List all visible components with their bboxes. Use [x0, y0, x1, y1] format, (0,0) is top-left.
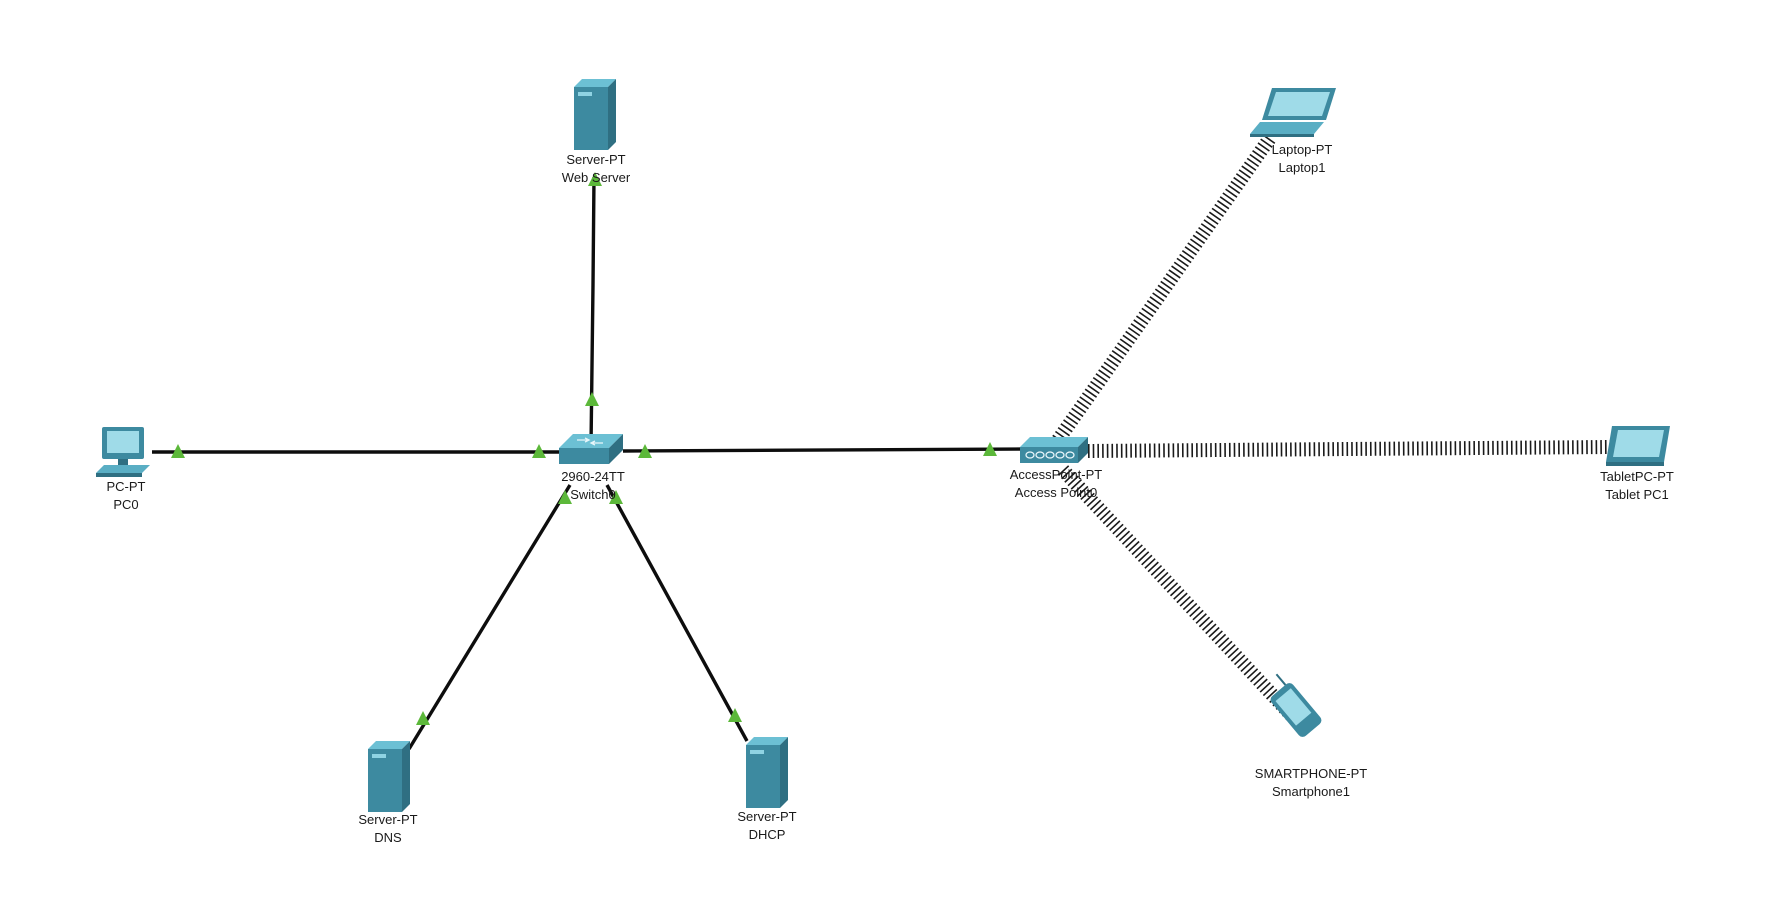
access-point-icon[interactable] [1020, 437, 1088, 463]
link-up-indicator [171, 444, 185, 458]
tablet-icon[interactable] [1606, 426, 1670, 466]
server-icon[interactable] [574, 79, 616, 150]
laptop-icon[interactable] [1250, 88, 1336, 137]
wireless-ap0-tablet1 [1087, 440, 1611, 458]
cable-switch0-ap0[interactable] [622, 447, 1027, 453]
server-icon[interactable] [368, 741, 410, 812]
pc-icon[interactable] [96, 427, 150, 477]
link-up-indicator [558, 490, 572, 504]
cables [152, 176, 1027, 750]
device-label-switch0: 2960-24TT Switch0 [561, 468, 625, 504]
link-up-indicator [983, 442, 997, 456]
device-label-dhcp: Server-PT DHCP [737, 808, 796, 844]
link-up-indicator [416, 711, 430, 725]
link-up-indicator [728, 708, 742, 722]
device-model: Server-PT [358, 812, 418, 827]
device-name: Smartphone1 [1271, 784, 1351, 799]
device-name: DHCP [748, 827, 786, 842]
link-up-indicator [532, 444, 546, 458]
link-up-indicator [609, 490, 623, 504]
wireless-links [1052, 133, 1611, 735]
device-model: TabletPC-PT [1600, 469, 1674, 484]
wireless-ap0-phone1 [1057, 465, 1311, 735]
link-status-lights [171, 172, 997, 725]
device-model: 2960-24TT [561, 469, 625, 484]
device-name: Switch0 [570, 487, 616, 502]
switch-icon[interactable] [559, 434, 623, 464]
device-name: DNS [374, 830, 402, 845]
link-up-indicator [588, 172, 602, 186]
smartphone-icon[interactable] [1260, 670, 1324, 739]
device-label-tablet-pc1: TabletPC-PT Tablet PC1 [1600, 468, 1674, 504]
cable-switch0-dns[interactable] [407, 484, 572, 750]
device-name: Tablet PC1 [1605, 487, 1669, 502]
device-name: Laptop1 [1278, 160, 1326, 175]
device-model: AccessPoint-PT [1009, 467, 1103, 482]
device-label-smartphone1: SMARTPHONE-PT Smartphone1 [1255, 765, 1367, 801]
device-model: Server-PT [737, 809, 797, 824]
device-label-web-server: Server-PT Web Server [562, 151, 630, 187]
device-label-laptop1: Laptop-PT Laptop1 [1272, 141, 1333, 177]
device-model: SMARTPHONE-PT [1254, 766, 1368, 781]
device-name: Access Point0 [1014, 485, 1098, 500]
link-up-indicator [585, 392, 599, 406]
device-model: Laptop-PT [1271, 142, 1333, 157]
device-label-access-point0: AccessPoint-PT Access Point0 [1010, 466, 1102, 502]
device-name: Web Server [561, 170, 631, 185]
wireless-ap0-laptop1 [1052, 133, 1276, 445]
cable-switch0-dhcp[interactable] [605, 484, 749, 742]
server-icon[interactable] [746, 737, 788, 808]
device-name: PC0 [113, 497, 139, 512]
link-up-indicator [638, 444, 652, 458]
device-model: Server-PT [566, 152, 626, 167]
device-model: PC-PT [106, 479, 146, 494]
cable-switch0-web[interactable] [589, 176, 596, 448]
device-label-pc0: PC-PT PC0 [107, 478, 146, 514]
device-label-dns: Server-PT DNS [358, 811, 417, 847]
